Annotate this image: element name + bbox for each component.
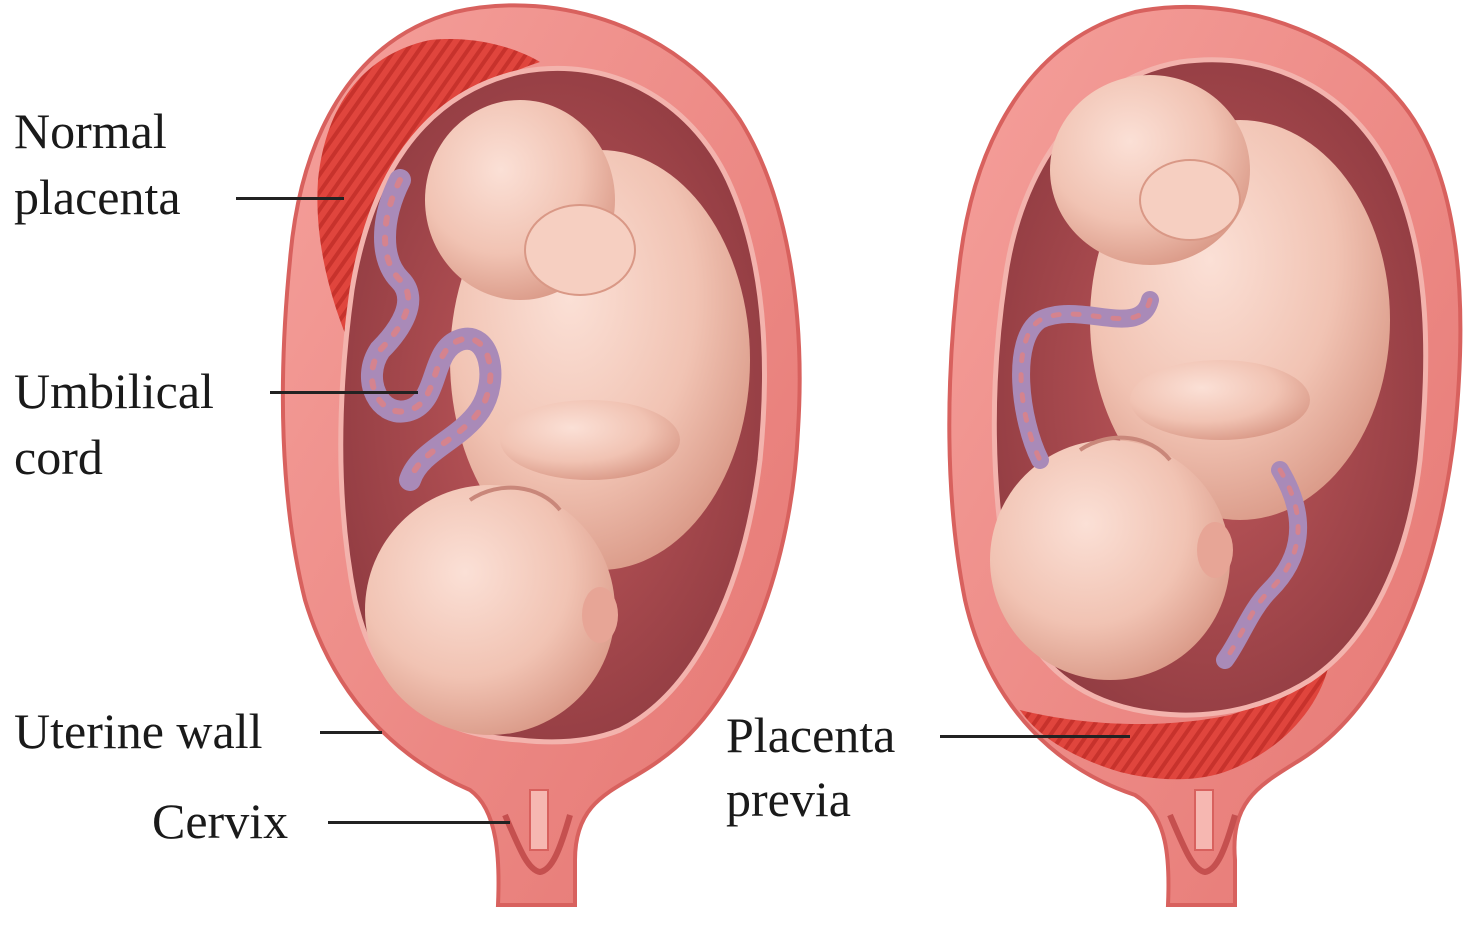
label-normal-placenta-line1: Normal	[14, 98, 167, 164]
label-normal-placenta-line2: placenta	[14, 164, 181, 230]
label-uterine-wall: Uterine wall	[14, 698, 263, 764]
cervix-canal-right	[1195, 790, 1213, 850]
label-placenta-previa-line2: previa	[726, 766, 851, 832]
fetus-foot-left	[525, 205, 635, 295]
fetus-head-left	[365, 485, 615, 735]
uterus-previa	[949, 7, 1460, 905]
leader-placenta-previa	[940, 735, 1130, 738]
fetus-ear-left	[582, 587, 618, 643]
label-umbilical-cord-line2: cord	[14, 424, 103, 490]
fetus-head-right	[990, 440, 1230, 680]
leader-uterine-wall	[320, 731, 382, 734]
leader-normal-placenta	[236, 197, 344, 200]
cervix-canal-left	[530, 790, 548, 850]
label-umbilical-cord-line1: Umbilical	[14, 358, 214, 424]
leader-cervix	[328, 821, 510, 824]
uterus-normal	[283, 5, 800, 905]
fetus-arm-left	[500, 400, 680, 480]
fetus-arm-right	[1130, 360, 1310, 440]
fetus-ear-right	[1197, 522, 1233, 578]
label-placenta-previa-line1: Placenta	[726, 702, 895, 768]
fetus-foot-right	[1140, 160, 1240, 240]
label-cervix: Cervix	[152, 788, 288, 854]
leader-umbilical-cord	[270, 391, 418, 394]
